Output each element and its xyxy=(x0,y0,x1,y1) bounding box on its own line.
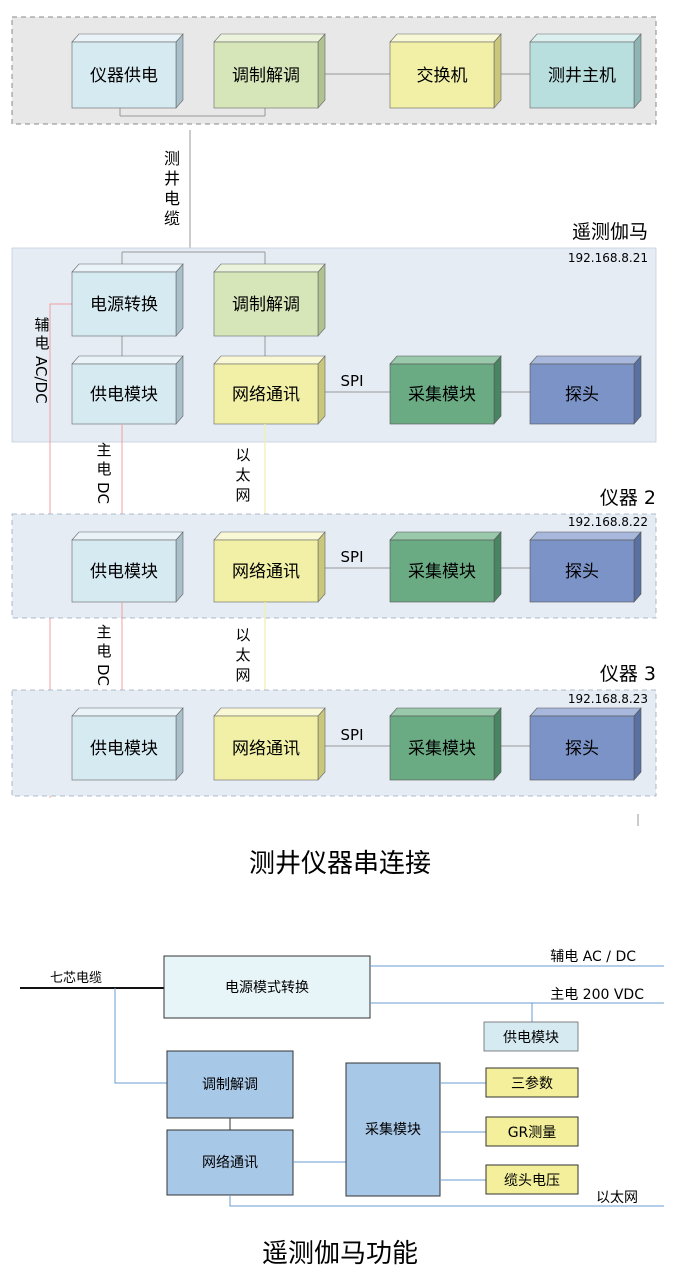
surface-modem-label: 调制解调 xyxy=(232,66,300,86)
caption-telemetry-function: 遥测伽马功能 xyxy=(262,1239,418,1269)
power-convert-label: 电源转换 xyxy=(90,295,158,315)
func-gr-label: GR测量 xyxy=(508,1125,557,1141)
telemetry-power-module-box: 供电模块 xyxy=(71,355,184,425)
telemetry-probe-box: 探头 xyxy=(529,355,642,425)
power-convert-box: 电源转换 xyxy=(71,263,184,337)
func-cable-label: 七芯电缆 xyxy=(50,970,102,986)
cable-char-4: 缆 xyxy=(164,209,180,228)
instrument3-acquisition-box: 采集模块 xyxy=(389,707,502,781)
telemetry-probe-label: 探头 xyxy=(565,385,599,405)
ethernet-char-1a: 以 xyxy=(235,446,250,464)
instrument3-network-label: 网络通讯 xyxy=(232,739,300,759)
func-aux-label: 辅电 AC / DC xyxy=(550,949,636,965)
main-dc-char-3a: DC xyxy=(94,482,112,504)
instrument3-spi-label: SPI xyxy=(341,726,364,744)
func-three-param-label: 三参数 xyxy=(511,1075,553,1092)
main-dc-char-2a: 电 xyxy=(96,460,111,478)
instrument3-probe-label: 探头 xyxy=(565,739,599,759)
instrument3-network-box: 网络通讯 xyxy=(213,707,326,781)
telemetry-ip: 192.168.8.21 xyxy=(568,251,648,265)
ethernet-char-3b: 网 xyxy=(235,666,250,684)
func-modem-box xyxy=(166,1050,294,1119)
instrument2-acquisition-box: 采集模块 xyxy=(389,531,502,603)
instrument2-acquisition-label: 采集模块 xyxy=(408,562,476,582)
host-label: 测井主机 xyxy=(548,66,616,86)
func-ethernet-label: 以太网 xyxy=(596,1190,638,1206)
instrument2-power-module-box: 供电模块 xyxy=(71,531,184,603)
main-dc-char-1a: 主 xyxy=(96,441,111,459)
host-box: 测井主机 xyxy=(529,33,642,109)
telemetry-network-box: 网络通讯 xyxy=(213,355,326,425)
func-head-voltage-label: 缆头电压 xyxy=(504,1173,560,1189)
instrument2-network-label: 网络通讯 xyxy=(232,562,300,582)
aux-power-line xyxy=(49,303,72,798)
instrument-power-label: 仪器供电 xyxy=(90,66,158,86)
telemetry-network-label: 网络通讯 xyxy=(232,385,300,405)
ethernet-char-2b: 太 xyxy=(235,646,250,664)
instrument3-power-module-box: 供电模块 xyxy=(71,707,184,781)
telemetry-acquisition-label: 采集模块 xyxy=(408,385,476,405)
instrument3-power-module-label: 供电模块 xyxy=(90,739,158,759)
main-dc-char-1b: 主 xyxy=(96,623,111,641)
func-acquisition-box xyxy=(345,1062,441,1197)
instrument3-acquisition-label: 采集模块 xyxy=(408,739,476,759)
func-modem-label: 调制解调 xyxy=(202,1077,258,1093)
func-gr-box xyxy=(485,1116,579,1147)
aux-char-1: 辅 xyxy=(34,316,49,334)
instrument3-ip: 192.168.8.23 xyxy=(568,692,648,706)
func-network-label: 网络通讯 xyxy=(202,1155,258,1171)
func-main-label: 主电 200 VDC xyxy=(550,987,644,1003)
func-line-modem xyxy=(114,988,167,1084)
telemetry-title: 遥测伽马 xyxy=(572,221,648,243)
instrument2-title: 仪器 2 xyxy=(600,487,656,509)
aux-char-2: 电 xyxy=(34,334,49,352)
func-power-mode-label: 电源模式转换 xyxy=(225,979,309,996)
instrument3-title: 仪器 3 xyxy=(600,663,656,685)
cable-char-1: 测 xyxy=(164,149,180,168)
cable-char-3: 电 xyxy=(164,189,180,208)
ethernet-char-1b: 以 xyxy=(235,626,250,644)
func-power-module-label: 供电模块 xyxy=(503,1030,559,1046)
func-power-module-box xyxy=(483,1021,579,1052)
telemetry-acquisition-box: 采集模块 xyxy=(389,355,502,425)
switch-label: 交换机 xyxy=(417,66,468,86)
instrument-power-box: 仪器供电 xyxy=(71,33,184,109)
telemetry-power-module-label: 供电模块 xyxy=(90,385,158,405)
telemetry-modem-box: 调制解调 xyxy=(213,263,326,337)
func-acquisition-label: 采集模块 xyxy=(365,1121,421,1138)
func-three-param-box xyxy=(485,1067,579,1098)
main-dc-char-2b: 电 xyxy=(96,642,111,660)
cable-char-2: 井 xyxy=(164,169,180,188)
instrument2-power-module-label: 供电模块 xyxy=(90,562,158,582)
ethernet-char-2a: 太 xyxy=(235,466,250,484)
instrument2-ip: 192.168.8.22 xyxy=(568,515,648,529)
instrument3-probe-box: 探头 xyxy=(529,707,642,781)
ethernet-char-3a: 网 xyxy=(235,486,250,504)
func-ethernet-line xyxy=(229,1195,664,1207)
switch-box: 交换机 xyxy=(389,33,502,109)
instrument2-probe-box: 探头 xyxy=(529,531,642,603)
telemetry-modem-label: 调制解调 xyxy=(232,295,300,315)
telemetry-spi-label: SPI xyxy=(341,372,364,390)
caption-string-connection: 测井仪器串连接 xyxy=(249,849,431,879)
func-power-mode-box xyxy=(163,955,371,1019)
instrument2-probe-label: 探头 xyxy=(565,562,599,582)
instrument2-network-box: 网络通讯 xyxy=(213,531,326,603)
aux-char-3: AC/DC xyxy=(32,356,50,404)
func-head-voltage-box xyxy=(485,1164,579,1195)
main-dc-char-3b: DC xyxy=(94,664,112,686)
instrument2-spi-label: SPI xyxy=(341,548,364,566)
surface-modem-box: 调制解调 xyxy=(213,33,326,109)
